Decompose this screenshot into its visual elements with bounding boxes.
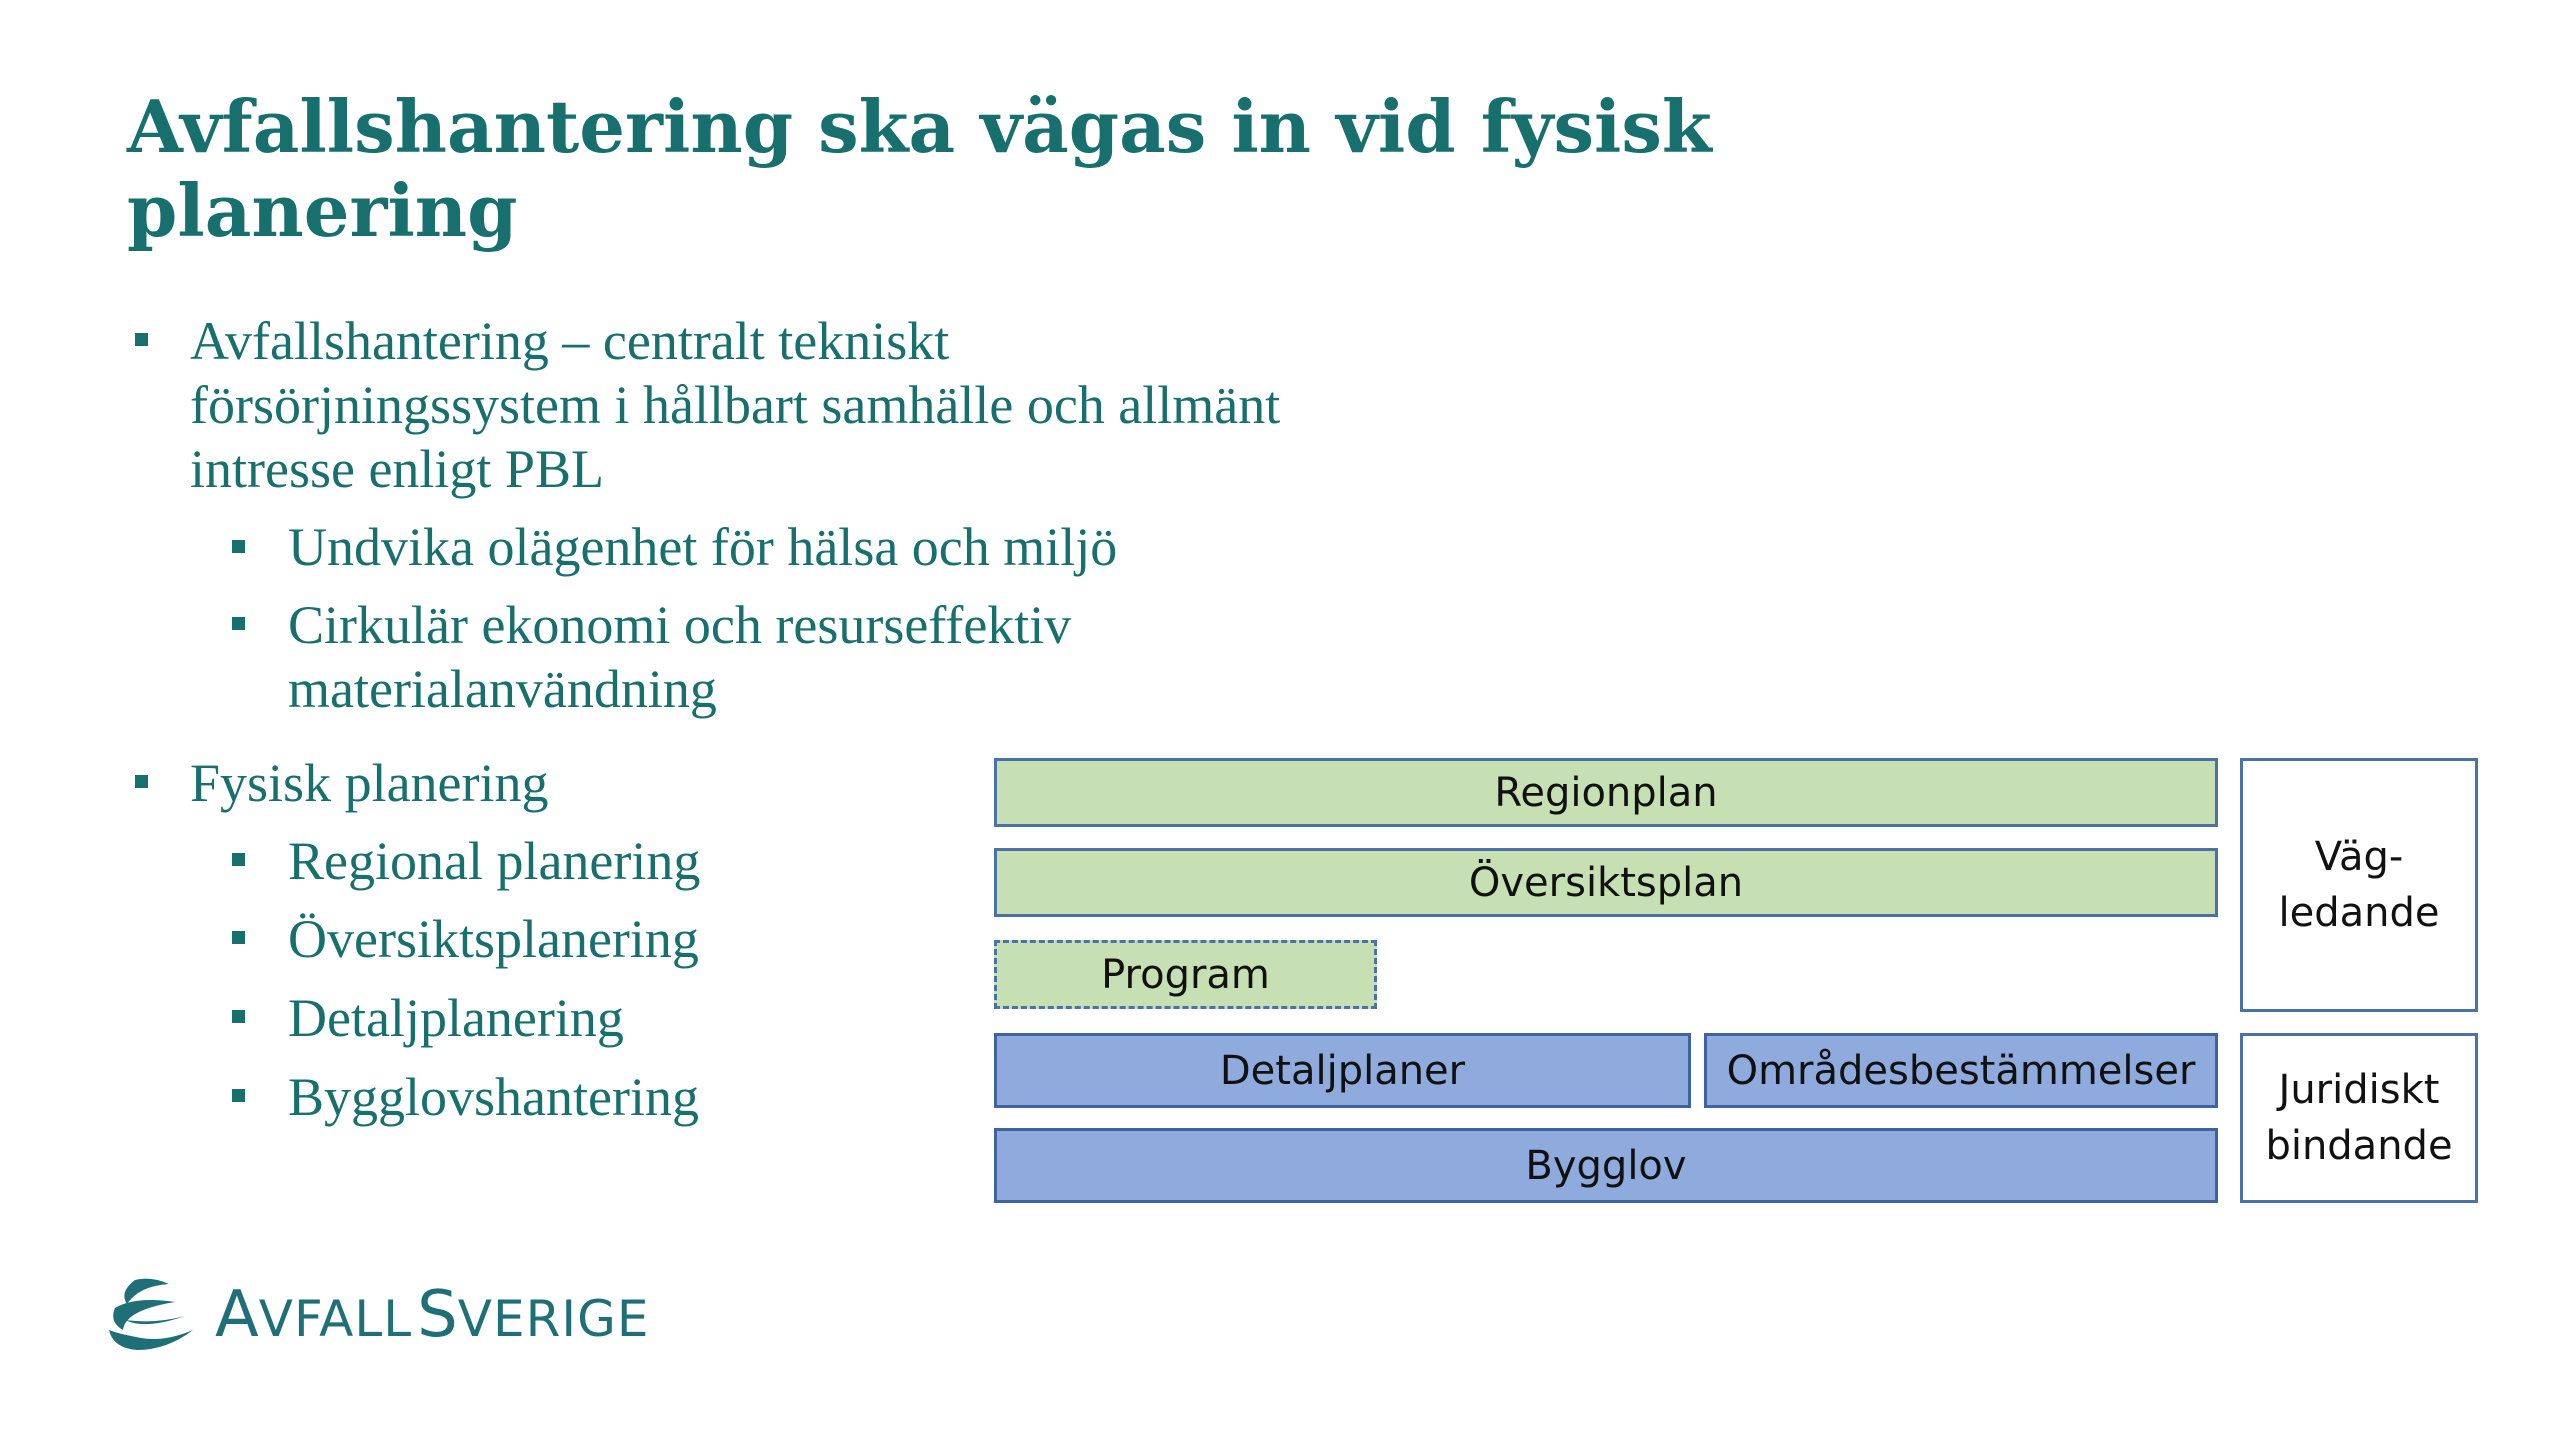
vagledande-line-1: Väg- bbox=[2314, 834, 2404, 880]
bullet-line: Cirkulär ekonomi och resurseffektiv bbox=[288, 595, 1072, 655]
bullet-line: Regional planering bbox=[288, 831, 701, 891]
logo-text: AVFALL SVERIGE bbox=[215, 1278, 650, 1352]
vagledande-line-2: ledande bbox=[2278, 890, 2440, 936]
detaljplaner-box: Detaljplaner bbox=[994, 1033, 1691, 1108]
program-box: Program bbox=[994, 940, 1377, 1009]
bullet-line: intresse enligt PBL bbox=[190, 439, 604, 499]
wave-logo-icon bbox=[109, 1278, 193, 1350]
avfall-sverige-logo: AVFALL SVERIGE bbox=[105, 1270, 649, 1360]
juridiskt-bindande-line-2: bindande bbox=[2265, 1123, 2453, 1169]
bullet-line: Fysisk planering bbox=[190, 753, 549, 813]
sub-bullet-item-health: Undvika olägenhet för hälsa och miljö bbox=[288, 515, 1117, 579]
bullet-line: Undvika olägenhet för hälsa och miljö bbox=[288, 517, 1118, 577]
slide-title-line-2: planering bbox=[127, 168, 518, 253]
bullet-line: Bygglovshantering bbox=[288, 1067, 699, 1127]
sub-bullet-item-overview: Översiktsplanering bbox=[288, 907, 699, 971]
oversiktsplan-box: Översiktsplan bbox=[994, 848, 2218, 917]
regionplan-box: Regionplan bbox=[994, 758, 2218, 827]
omradesbestammelser-box: Områdesbestämmelser bbox=[1704, 1033, 2218, 1108]
bullet-line: Avfallshantering – centralt tekniskt bbox=[190, 311, 950, 371]
sub-bullet-marker-icon bbox=[232, 931, 245, 944]
bullet-item-waste-management: Avfallshantering – centralt tekniskt för… bbox=[190, 309, 1280, 501]
sub-bullet-marker-icon bbox=[232, 853, 245, 866]
bullet-marker-icon bbox=[135, 333, 148, 346]
sub-bullet-item-building-permit: Bygglovshantering bbox=[288, 1065, 699, 1129]
sub-bullet-marker-icon bbox=[232, 617, 245, 630]
bullet-line: Översiktsplanering bbox=[288, 909, 699, 969]
slide-title-line-1: Avfallshantering ska vägas in vid fysisk bbox=[127, 84, 1712, 169]
juridiskt-bindande-line-1: Juridiskt bbox=[2278, 1067, 2440, 1113]
bygglov-box: Bygglov bbox=[994, 1128, 2218, 1203]
sub-bullet-item-detail: Detaljplanering bbox=[288, 986, 624, 1050]
sub-bullet-marker-icon bbox=[232, 1089, 245, 1102]
sub-bullet-marker-icon bbox=[232, 540, 245, 553]
bullet-marker-icon bbox=[135, 775, 148, 788]
sub-bullet-item-regional: Regional planering bbox=[288, 829, 700, 893]
bullet-item-physical-planning: Fysisk planering bbox=[190, 751, 549, 815]
sub-bullet-marker-icon bbox=[232, 1010, 245, 1023]
juridiskt-bindande-box: Juridiskt bindande bbox=[2240, 1033, 2478, 1203]
slide-title: Avfallshantering ska vägas in vid fysisk… bbox=[127, 85, 1827, 253]
bullet-line: försörjningssystem i hållbart samhälle o… bbox=[190, 375, 1281, 435]
sub-bullet-item-circular: Cirkulär ekonomi och resurseffektiv mate… bbox=[288, 593, 1071, 721]
bullet-line: Detaljplanering bbox=[288, 988, 624, 1048]
bullet-line: materialanvändning bbox=[288, 659, 717, 719]
vagledande-box: Väg- ledande bbox=[2240, 758, 2478, 1012]
